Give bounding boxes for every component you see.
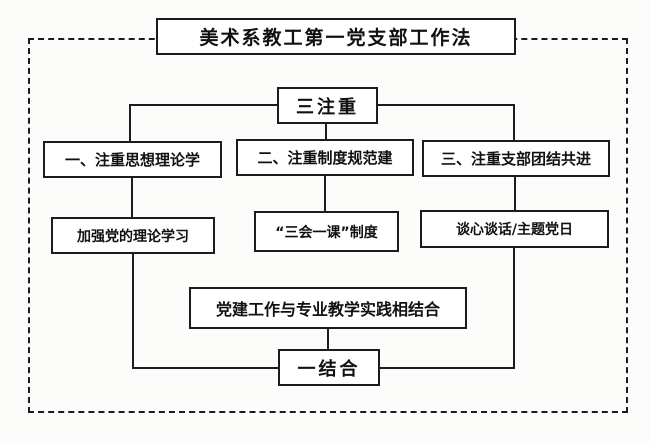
node-emphasis-3-heading: 三、注重支部团结共进 [422,140,610,177]
connector-line [132,253,134,369]
node-emphasis-1-detail: 加强党的理论学习 [51,217,215,254]
connector-line [513,247,515,369]
diagram-title: 美术系教工第一党支部工作法 [156,18,516,55]
node-integration: 党建工作与专业教学实践相结合 [189,287,467,329]
node-emphasis-2-heading: 二、注重制度规范建 [236,139,414,176]
connector-line [379,367,515,369]
connector-line [131,177,133,219]
connector-line [129,104,278,106]
node-one-integration: 一结合 [278,349,380,386]
node-emphasis-3-detail: 谈心谈话/主题党日 [420,210,609,248]
connector-line [324,175,326,213]
node-emphasis-1-heading: 一、注重思想理论学 [43,141,222,178]
connector-line [514,177,516,212]
connector-line [377,104,515,106]
connector-line [327,328,329,351]
connector-line [129,104,131,143]
node-emphasis-2-detail: “三会一课”制度 [254,211,399,252]
connector-line [132,367,279,369]
connector-line [325,123,327,141]
connector-line [513,104,515,142]
node-three-emphases: 三注重 [277,87,378,124]
